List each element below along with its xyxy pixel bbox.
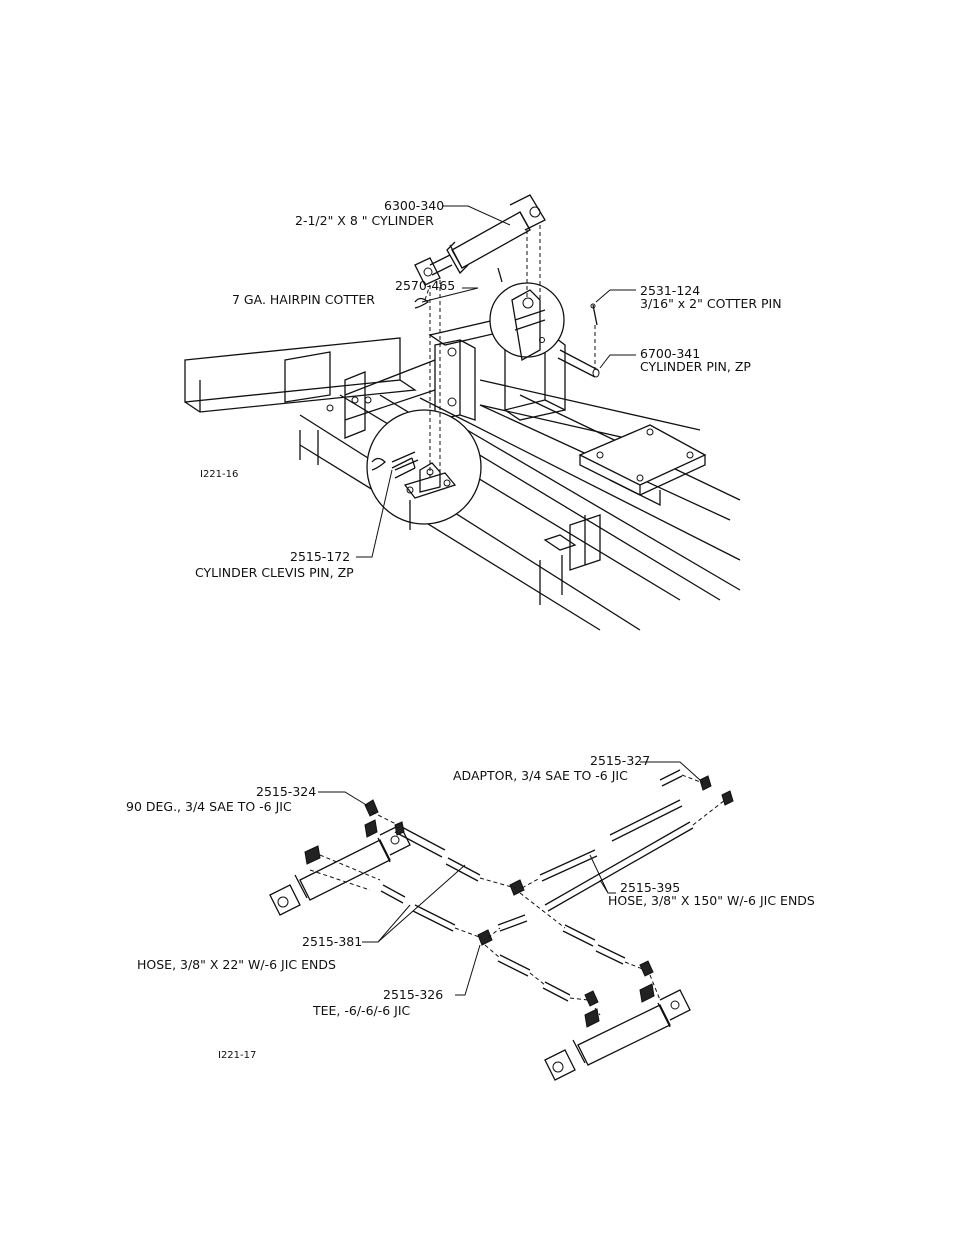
cotter-pin-icon bbox=[391, 267, 600, 471]
figure-2-hydraulic-hoses: 2515-327 ADAPTOR, 3/4 SAE TO -6 JIC 2515… bbox=[126, 753, 815, 1081]
leader-lines-fig2 bbox=[318, 761, 701, 996]
callout-longhose-part: 2515-395 bbox=[620, 880, 680, 895]
callout-cotter-desc: 3/16" x 2" COTTER PIN bbox=[640, 296, 782, 311]
callout-adaptor-desc: ADAPTOR, 3/4 SAE TO -6 JIC bbox=[453, 768, 628, 783]
callout-shorthose-part: 2515-381 bbox=[302, 934, 362, 949]
callout-tee-part: 2515-326 bbox=[383, 987, 443, 1002]
callout-cylinder-desc: 2-1/2" X 8 " CYLINDER bbox=[295, 213, 434, 228]
callout-tee-desc: TEE, -6/-6/-6 JIC bbox=[312, 1003, 411, 1018]
figure-1-id: I221-16 bbox=[200, 469, 238, 480]
hose-icon bbox=[380, 769, 694, 1002]
callout-elbow-part: 2515-324 bbox=[256, 784, 316, 799]
figure-1-cylinder-mount: 6300-340 2-1/2" X 8 " CYLINDER 2570-465 … bbox=[184, 194, 782, 631]
left-cylinder-icon bbox=[269, 819, 411, 916]
leader-lines-fig1 bbox=[356, 205, 636, 558]
right-cylinder-icon bbox=[544, 983, 691, 1081]
callout-elbow-desc: 90 DEG., 3/4 SAE TO -6 JIC bbox=[126, 799, 292, 814]
callout-clevis-part: 2515-172 bbox=[290, 549, 350, 564]
callout-hairpin-desc: 7 GA. HAIRPIN COTTER bbox=[232, 292, 375, 307]
hose-connections bbox=[371, 774, 726, 1016]
tee-fitting-icon bbox=[477, 879, 525, 946]
fitting-icons bbox=[364, 775, 734, 1007]
callout-longhose-desc: HOSE, 3/8" X 150" W/-6 JIC ENDS bbox=[608, 893, 815, 908]
assembly-guides bbox=[424, 225, 596, 480]
callout-shorthose-desc: HOSE, 3/8" X 22" W/-6 JIC ENDS bbox=[137, 957, 336, 972]
callout-cylpin-desc: CYLINDER PIN, ZP bbox=[640, 359, 751, 374]
callout-cylpin-part: 6700-341 bbox=[640, 346, 700, 361]
detail-circle-lower bbox=[366, 409, 482, 530]
callout-hairpin-part: 2570-465 bbox=[395, 278, 455, 293]
callout-adaptor-part: 2515-327 bbox=[590, 753, 650, 768]
callout-cotter-part: 2531-124 bbox=[640, 283, 700, 298]
figure-2-id: I221-17 bbox=[218, 1050, 256, 1061]
callout-cylinder-part: 6300-340 bbox=[384, 198, 444, 213]
callout-clevis-desc: CYLINDER CLEVIS PIN, ZP bbox=[195, 565, 354, 580]
cylinder-icon bbox=[414, 194, 546, 286]
